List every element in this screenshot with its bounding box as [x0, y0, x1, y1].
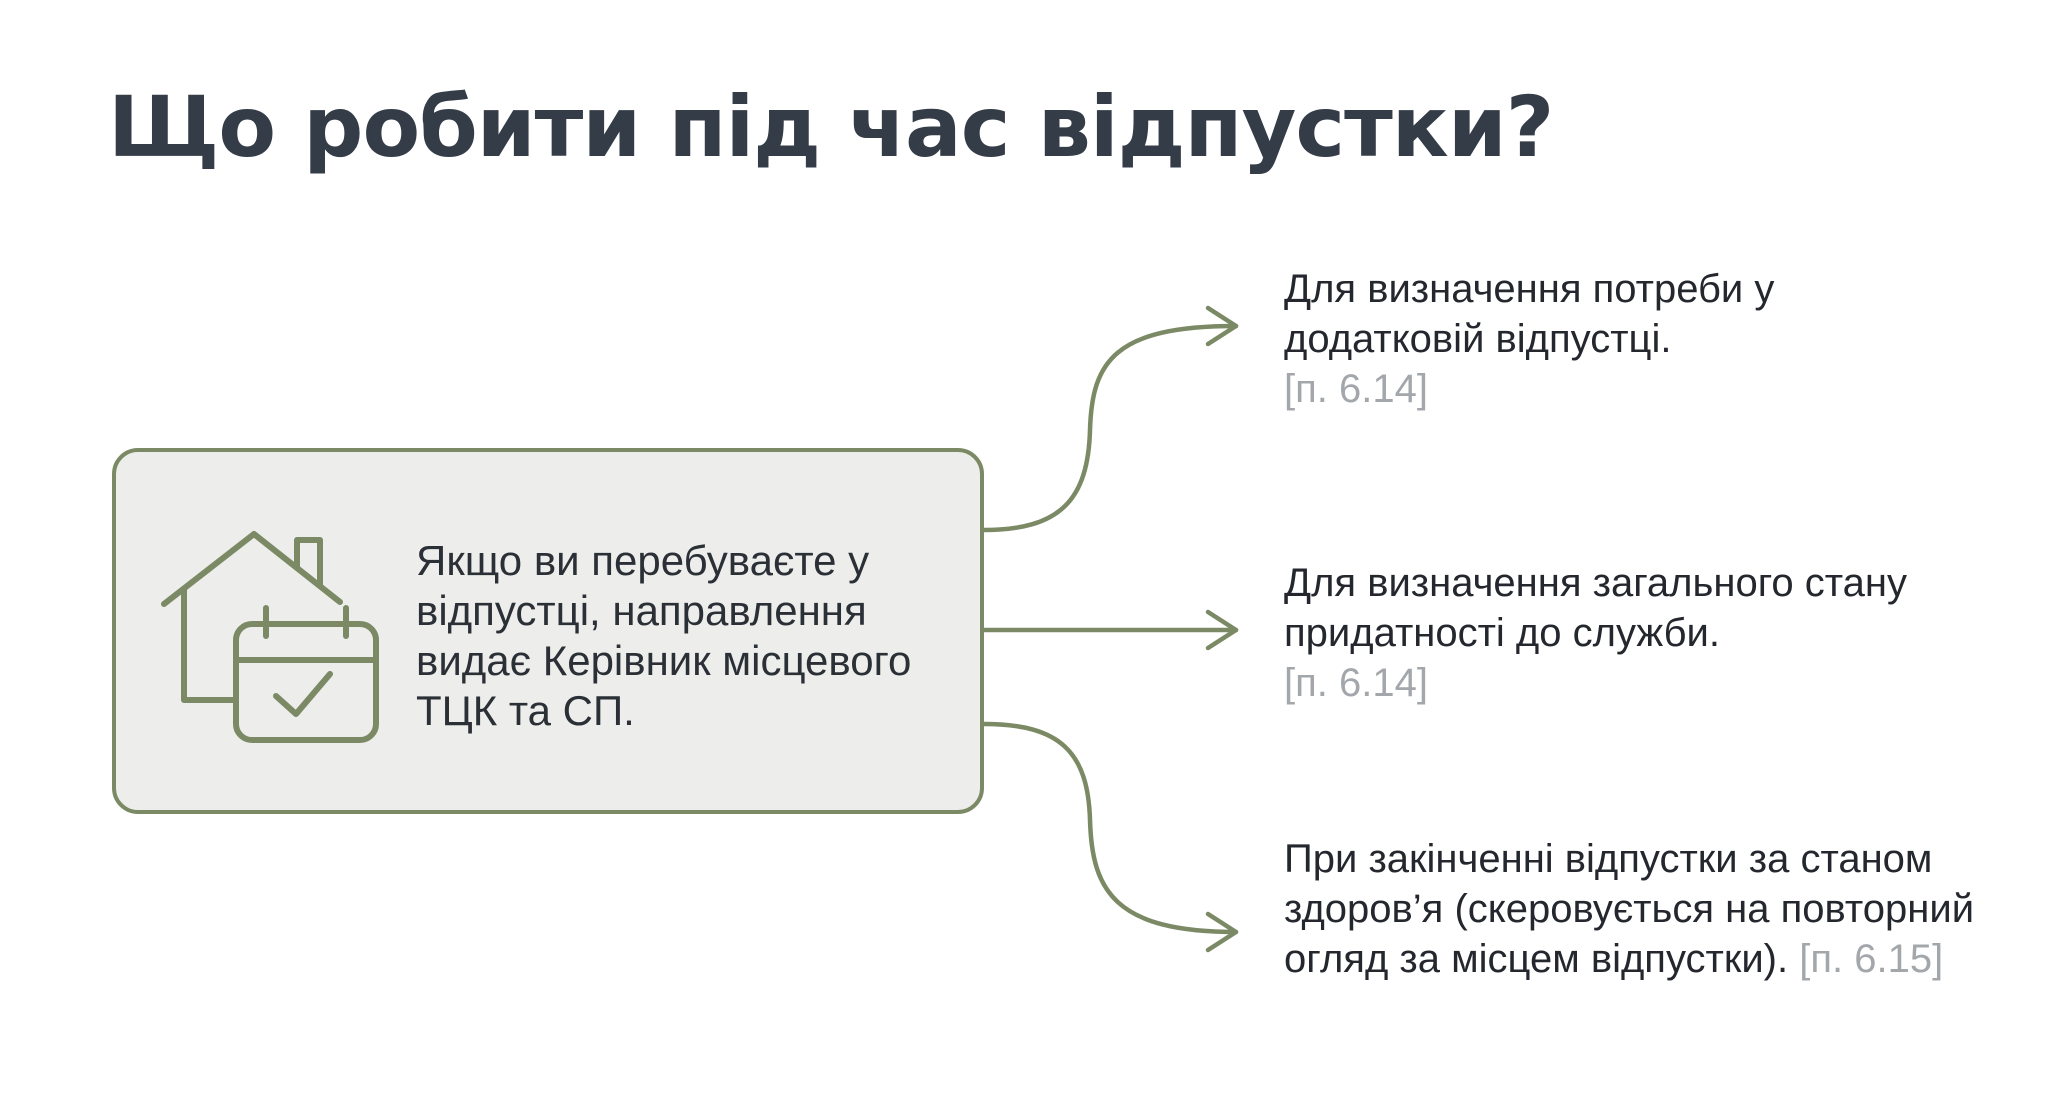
house-calendar-check-icon	[161, 531, 379, 743]
outcome-item-1: Для визначення потреби у додатковій відп…	[1284, 264, 1984, 414]
connector-arrow-bottom	[981, 721, 1239, 935]
source-description: Якщо ви перебуваєте у відпустці, направл…	[416, 537, 912, 734]
source-box: Якщо ви перебуваєте у відпустці, направл…	[112, 448, 984, 814]
arrowhead-bottom	[1205, 911, 1239, 953]
outcome-reference: [п. 6.14]	[1284, 661, 1428, 705]
outcome-item-2: Для визначення загального стану придатно…	[1284, 558, 1984, 708]
outcome-text: При закінченні відпустки за станом здоро…	[1284, 837, 1975, 981]
arrowhead-top	[1205, 305, 1239, 347]
page-title: Що робити під час відпустки?	[108, 78, 1554, 176]
outcome-reference: [п. 6.15]	[1799, 937, 1944, 981]
arrowhead-middle	[1205, 609, 1239, 651]
outcome-reference: [п. 6.14]	[1284, 367, 1428, 411]
outcome-text: Для визначення потреби у додатковій відп…	[1284, 267, 1775, 361]
connector-arrow-top	[981, 323, 1239, 533]
outcome-text: Для визначення загального стану придатно…	[1284, 561, 1907, 655]
outcome-item-3: При закінченні відпустки за станом здоро…	[1284, 834, 1984, 984]
